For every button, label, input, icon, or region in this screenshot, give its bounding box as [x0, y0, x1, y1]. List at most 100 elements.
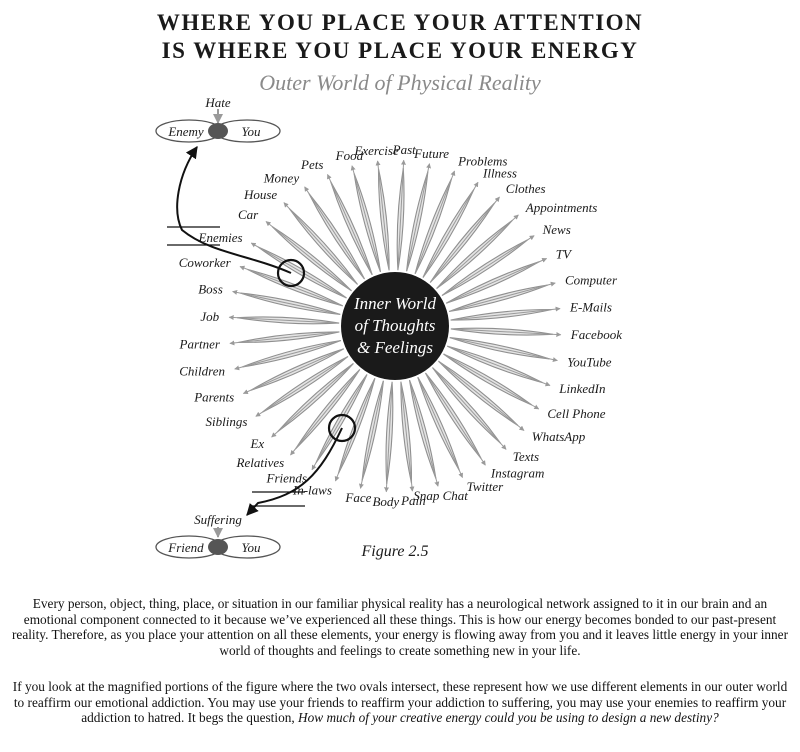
ray-label: In-laws	[292, 482, 332, 497]
friend-you-ovals	[155, 535, 281, 559]
ray-arrow	[441, 235, 535, 296]
body-paragraph-1: Every person, object, thing, place, or s…	[11, 596, 789, 658]
ray-arrow	[311, 374, 368, 471]
ray-label: Illness	[482, 166, 517, 181]
ray-label: Body	[372, 494, 399, 509]
ray-label: Face	[344, 490, 371, 505]
ray-arrow	[283, 202, 358, 285]
ray-label: Cell Phone	[547, 406, 605, 421]
ray-label: Pain	[400, 493, 426, 508]
ray-arrow	[384, 381, 393, 493]
ray-arrow	[265, 221, 352, 292]
top-left-oval-label: Enemy	[167, 124, 204, 139]
ray-arrow	[449, 337, 558, 363]
ray-label: Siblings	[205, 414, 247, 429]
ray-arrow	[432, 367, 507, 450]
ray-label: LinkedIn	[558, 381, 605, 396]
bottom-right-oval-label: You	[241, 540, 261, 555]
ray-label: Twitter	[467, 479, 505, 494]
ray-arrow	[422, 181, 479, 278]
ray-arrow	[228, 315, 340, 324]
ray-label: Enemies	[198, 230, 243, 245]
ray-label: Parents	[193, 390, 234, 405]
inner-world-circle	[341, 272, 449, 380]
ray-label: YouTube	[567, 355, 612, 370]
ray-label: Friends	[266, 470, 307, 485]
ray-label: Relatives	[236, 455, 285, 470]
ray-arrow	[400, 381, 415, 492]
ray-arrow	[250, 242, 347, 299]
title-line-2: IS WHERE YOU PLACE YOUR ENERGY	[161, 38, 639, 63]
ray-label: Problems	[457, 154, 507, 169]
magnifier-friends	[327, 413, 357, 443]
ray-label: Pets	[300, 157, 323, 172]
ray-arrow	[255, 356, 349, 417]
bottom-left-oval-label: Friend	[167, 540, 204, 555]
ray-label: Job	[200, 309, 219, 324]
ray-arrow	[397, 159, 406, 271]
ray-label: Snap Chat	[413, 488, 468, 503]
energy-rays	[228, 159, 562, 493]
center-line-1: Inner World	[353, 294, 437, 313]
ray-label: Instagram	[490, 466, 544, 481]
ray-arrow	[429, 196, 500, 283]
top-right-oval-label: You	[241, 124, 261, 139]
ray-label: WhatsApp	[532, 429, 586, 444]
ray-label: Ex	[249, 436, 264, 451]
center-line-3: & Feelings	[357, 338, 433, 357]
body-paragraph-2-text: If you look at the magnified portions of…	[12, 679, 788, 725]
ray-arrow	[438, 360, 525, 431]
body-paragraph-2-question: How much of your creative energy could y…	[298, 710, 719, 725]
ray-arrow	[445, 258, 548, 304]
ray-arrow	[271, 363, 354, 438]
ray-label: News	[542, 222, 571, 237]
ray-label: Computer	[565, 272, 618, 287]
ray-arrow	[229, 331, 340, 346]
ray-label: Past	[392, 142, 417, 157]
ray-arrow	[450, 306, 561, 321]
ray-arrow	[448, 281, 556, 312]
ray-label: Facebook	[570, 327, 622, 342]
top-emotion-label: Hate	[204, 95, 231, 110]
friends-connector	[246, 427, 343, 516]
subtitle: Outer World of Physical Reality	[259, 70, 541, 95]
ray-label: Coworker	[179, 255, 232, 270]
enemy-you-ovals	[155, 119, 281, 143]
ray-arrow	[375, 160, 390, 271]
ray-arrow	[290, 369, 361, 456]
ray-label: Partner	[179, 336, 221, 351]
body-paragraph-2: If you look at the magnified portions of…	[10, 679, 790, 726]
ray-arrow	[447, 345, 551, 387]
ray-arrow	[327, 173, 373, 276]
ray-label: Boss	[198, 281, 223, 296]
title-line-1: WHERE YOU PLACE YOUR ATTENTION	[156, 10, 644, 35]
ray-label: Future	[413, 146, 449, 161]
ray-label: E-Mails	[569, 300, 612, 315]
ray-arrow	[350, 165, 381, 273]
ray-label: Children	[179, 364, 225, 379]
ray-arrow	[358, 380, 384, 489]
ray-arrow	[425, 372, 486, 466]
ray-arrow	[304, 186, 365, 280]
ray-arrow	[414, 170, 456, 274]
ray-arrow	[242, 348, 345, 394]
ray-label: Clothes	[506, 181, 546, 196]
magnifier-enemies	[276, 258, 306, 288]
ray-label: Texts	[513, 449, 539, 464]
ray-arrow	[232, 289, 341, 315]
ray-label: Money	[263, 170, 300, 185]
ray-arrow	[436, 214, 519, 289]
ray-label: Appointments	[525, 200, 598, 215]
ray-label: House	[243, 187, 277, 202]
energy-diagram: PastFutureProblemsIllnessClothesAppointm…	[155, 95, 623, 560]
bottom-emotion-label: Suffering	[194, 512, 242, 527]
figure-caption: Figure 2.5	[361, 543, 429, 560]
ray-arrow	[406, 163, 432, 272]
ray-label: Exercise	[353, 143, 398, 158]
ray-label: Car	[238, 207, 259, 222]
ray-labels: PastFutureProblemsIllnessClothesAppointm…	[179, 142, 623, 509]
center-line-2: of Thoughts	[355, 316, 436, 335]
ray-label: TV	[556, 246, 573, 261]
ray-arrow	[443, 353, 540, 410]
ray-arrow	[409, 379, 440, 487]
